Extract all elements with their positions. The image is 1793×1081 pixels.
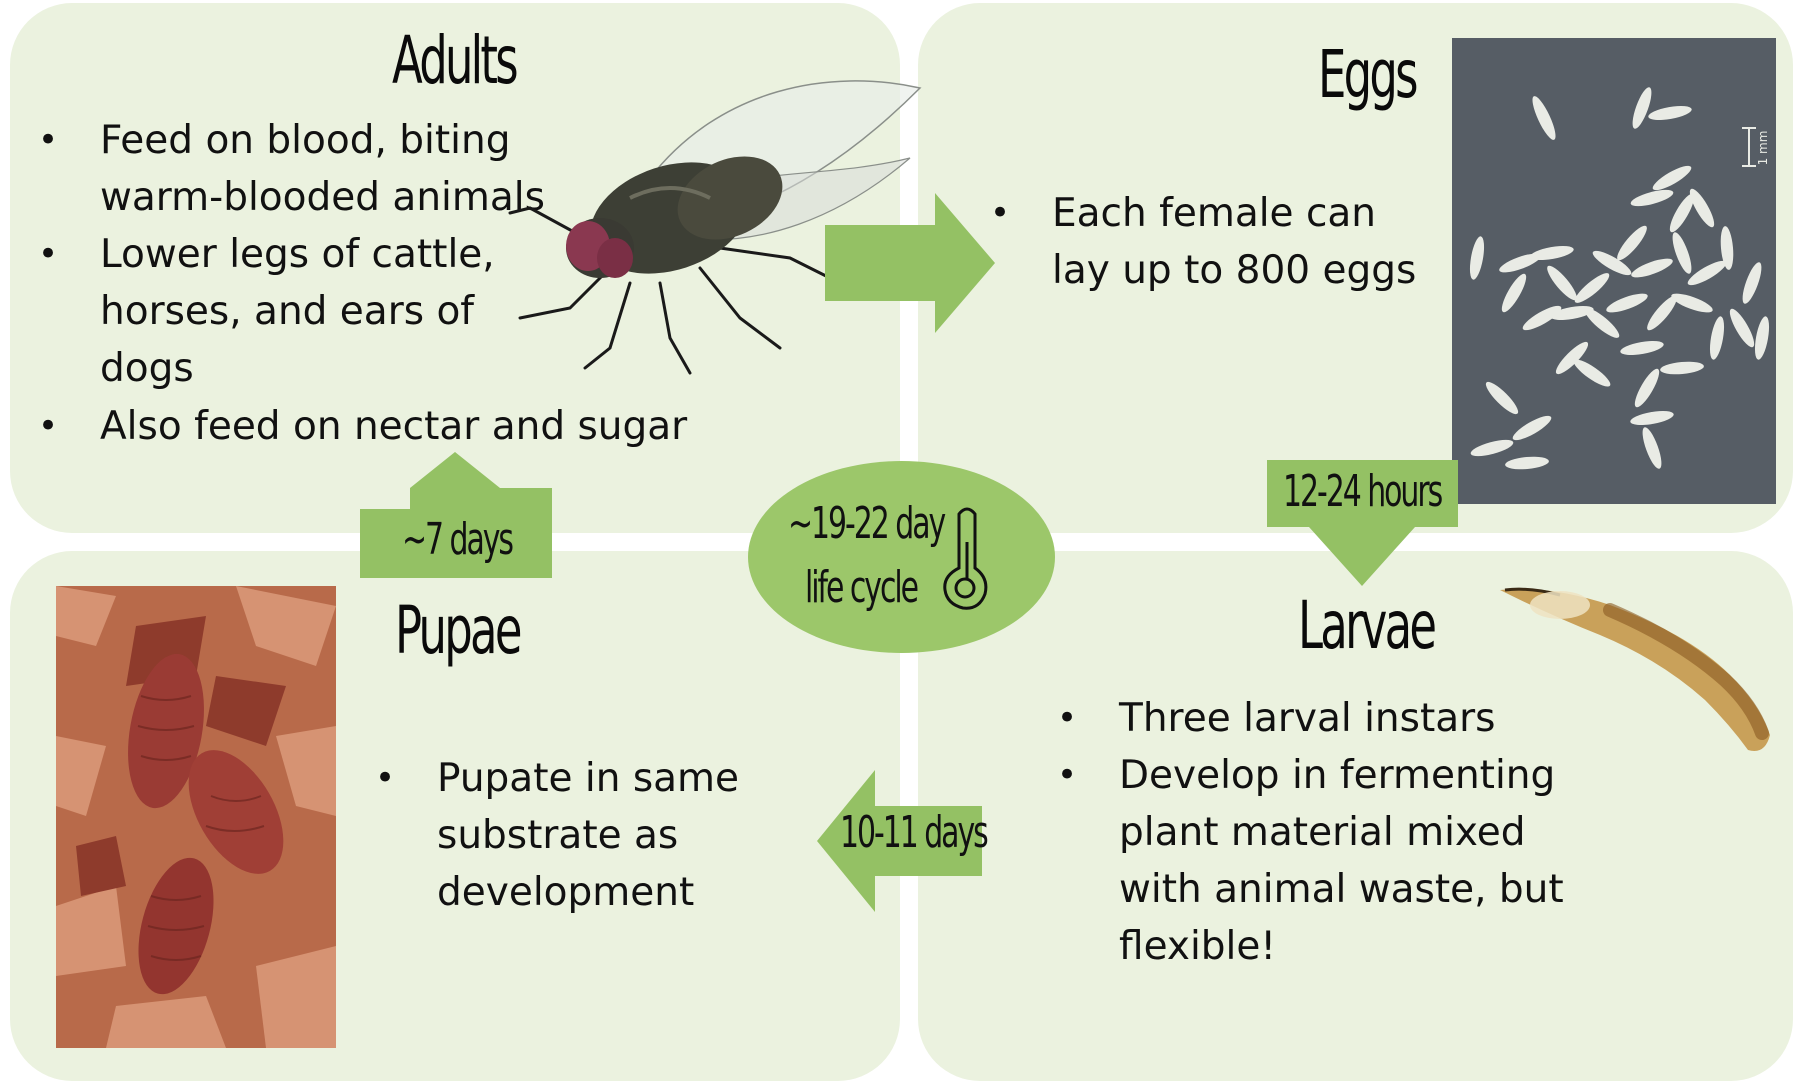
eggs-title: Eggs — [1318, 42, 1416, 108]
eggs-bullet: Each female can lay up to 800 eggs — [990, 185, 1430, 299]
adults-bullets-extra: Also feed on nectar and sugar — [38, 398, 738, 455]
adults-bullet: Feed on blood, biting warm-blooded anima… — [38, 112, 558, 226]
pupae-bullet: Pupate in same substrate as development — [375, 750, 775, 921]
center-line-2: life cycle — [805, 566, 917, 610]
larvae-title: Larvae — [1298, 593, 1434, 659]
adults-bullet: Lower legs of cattle, horses, and ears o… — [38, 226, 558, 397]
larva-image — [1490, 565, 1780, 760]
pupae-title: Pupae — [395, 598, 520, 664]
arrow-adults-to-eggs — [825, 193, 995, 333]
center-line-1: ~19-22 day — [788, 502, 944, 546]
eggs-image: 1 mm — [1452, 38, 1776, 504]
adults-bullets: Feed on blood, biting warm-blooded anima… — [38, 112, 558, 397]
adults-bullet: Also feed on nectar and sugar — [38, 398, 738, 455]
larvae-to-pupae-duration: 10-11 days — [840, 811, 987, 855]
eggs-to-larvae-duration: 12-24 hours — [1283, 470, 1441, 514]
life-cycle-center — [748, 461, 1055, 653]
pupae-image — [56, 586, 336, 1048]
larvae-bullet: Develop in fermenting plant material mix… — [1057, 747, 1617, 975]
eggs-bullets: Each female can lay up to 800 eggs — [990, 185, 1430, 299]
adults-title: Adults — [392, 28, 516, 94]
pupae-bullets: Pupate in same substrate as development — [375, 750, 775, 921]
scale-label: 1 mm — [1756, 131, 1770, 166]
thermometer-icon — [937, 502, 997, 612]
pupae-to-adults-duration: ~7 days — [402, 518, 512, 562]
